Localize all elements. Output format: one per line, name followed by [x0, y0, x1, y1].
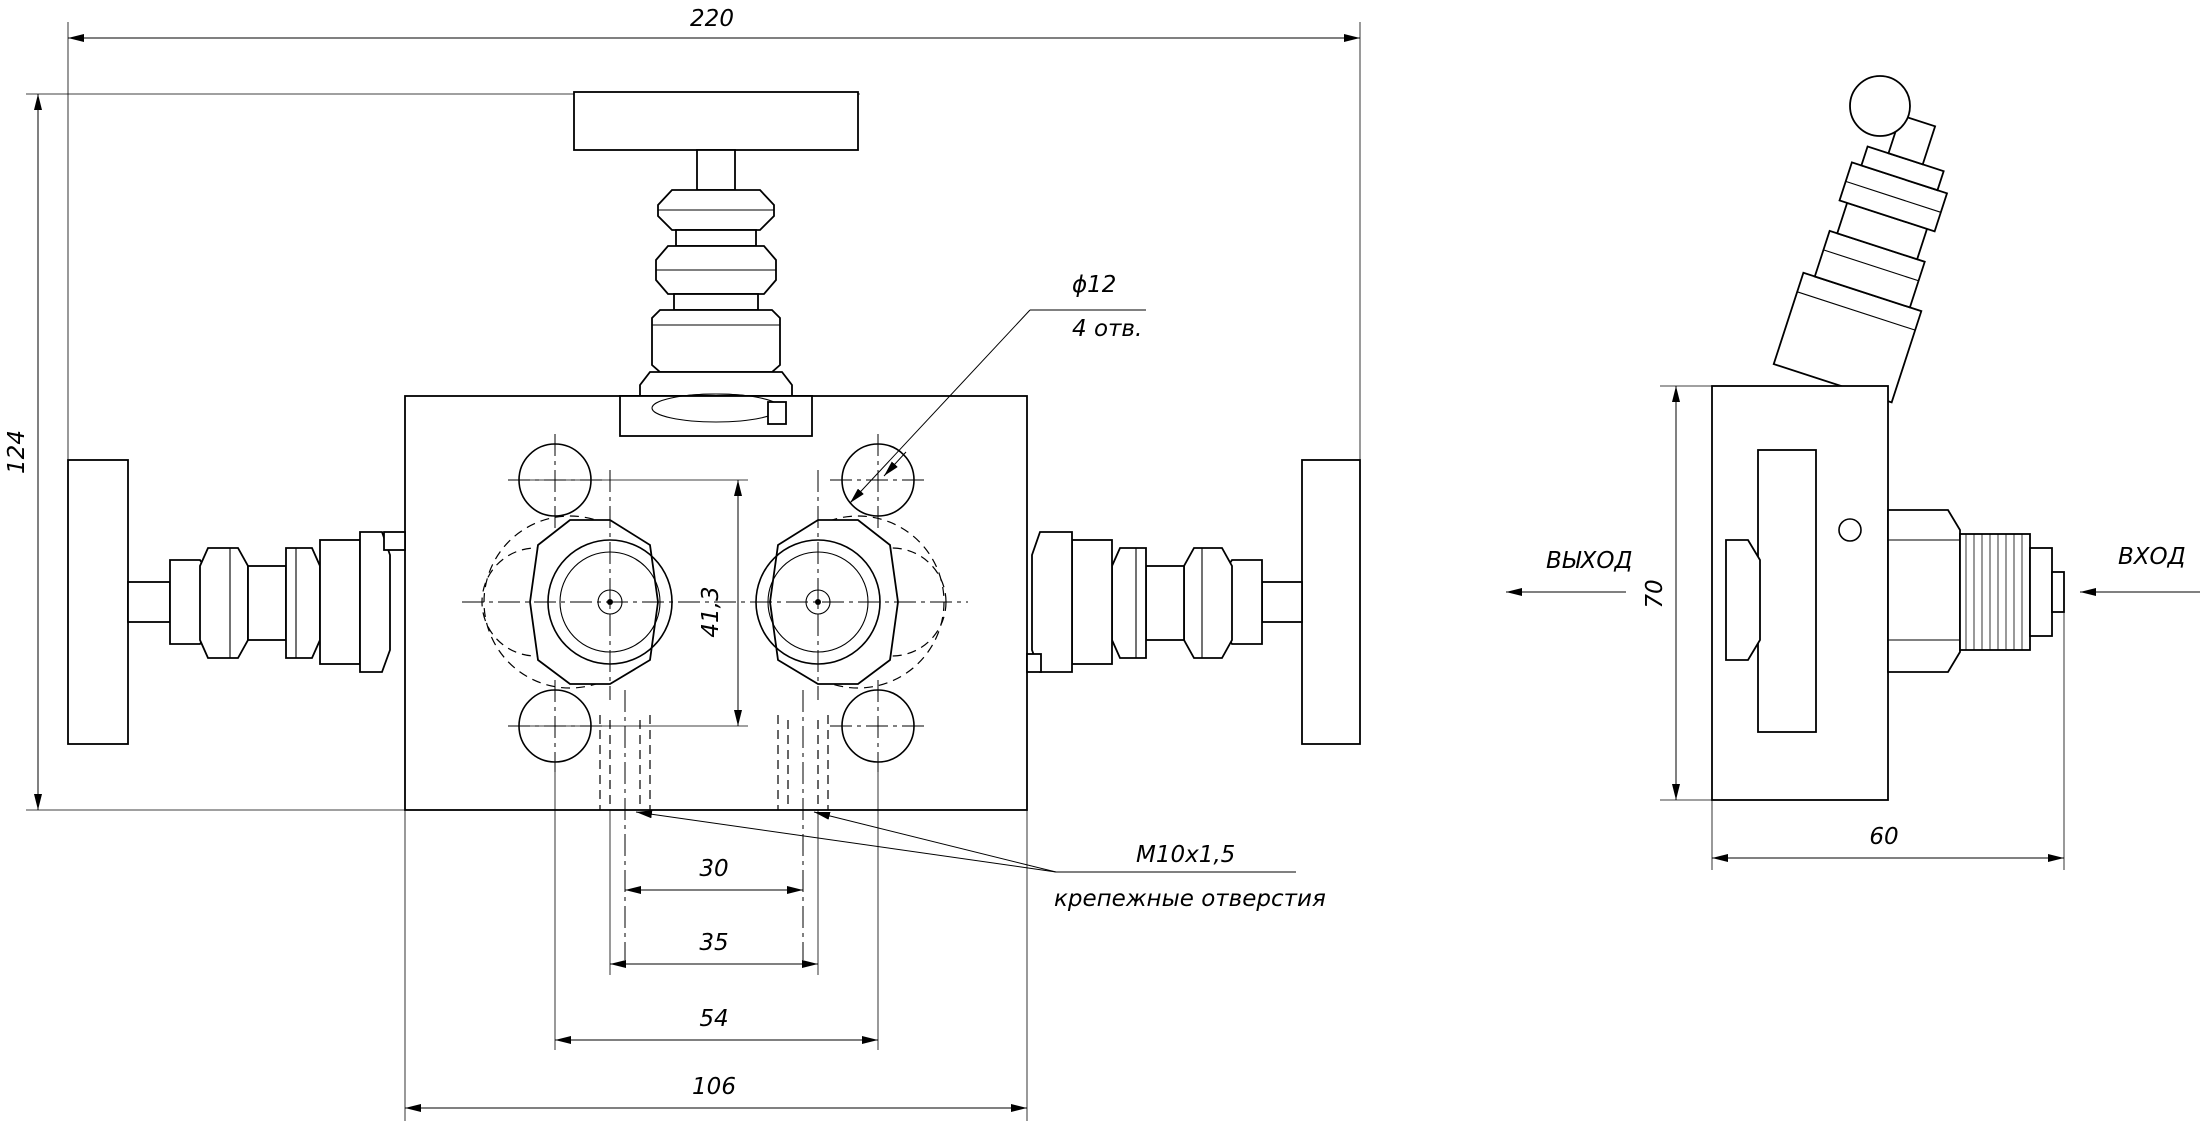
dim-124: 124: [4, 430, 30, 474]
left-handle: [67, 459, 129, 745]
dim-35: 35: [699, 930, 728, 956]
thread-hatching: [1965, 534, 2023, 650]
threaded-mount-holes: [599, 690, 829, 960]
dim-106: 106: [692, 1074, 736, 1100]
top-bonnet: [651, 309, 781, 373]
dim-60: 60: [1869, 824, 1898, 850]
dim-70: 70: [1642, 579, 1668, 608]
top-stem: [696, 149, 736, 191]
front-view: 220 124 41,3 ϕ12 4 отв. M10x1,5 крепежны…: [4, 6, 1361, 1121]
outlet-label: ВЫХОД: [1546, 548, 1632, 574]
side-view: ВЫХОД ВХОД 70 60: [1506, 75, 2200, 870]
dim-4-holes: 4 отв.: [1072, 316, 1142, 342]
right-handle: [1301, 459, 1361, 745]
left-side-valve: [67, 459, 406, 745]
top-handle-bar: [573, 91, 859, 151]
dim-220: 220: [690, 6, 734, 32]
dim-54: 54: [699, 1006, 728, 1032]
dim-thread: M10x1,5: [1136, 842, 1235, 868]
right-side-valve: [1026, 459, 1361, 745]
manifold-body: [404, 395, 1028, 811]
ball-handle: [1849, 75, 1911, 137]
dim-41-3: 41,3: [698, 586, 724, 637]
mounting-holes-label: крепежные отверстия: [1054, 886, 1326, 912]
dim-30: 30: [699, 856, 728, 882]
inlet-label: ВХОД: [2118, 544, 2186, 570]
dim-phi12: ϕ12: [1072, 272, 1116, 298]
